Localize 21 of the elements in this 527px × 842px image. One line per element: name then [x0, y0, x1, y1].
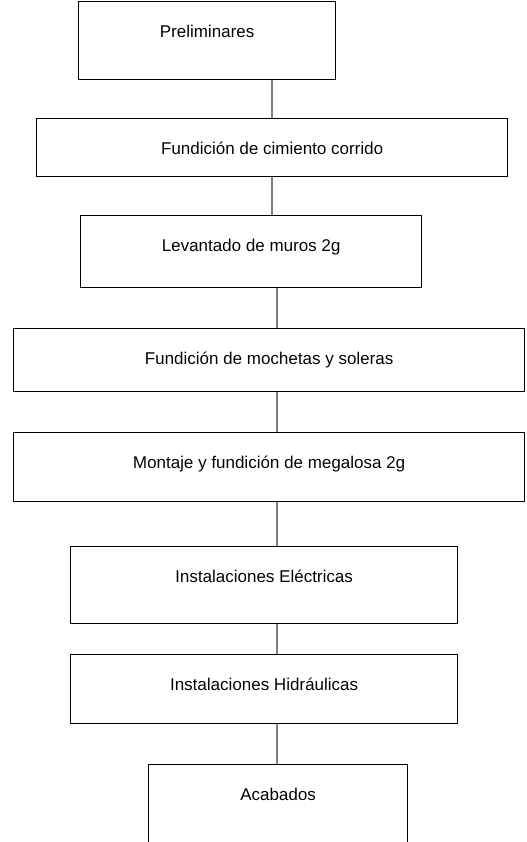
- step-label: Instalaciones Eléctricas: [175, 567, 353, 588]
- connector-line: [276, 724, 278, 764]
- process-box: [80, 215, 422, 288]
- connector-line: [276, 624, 278, 654]
- step-label: Instalaciones Hidráulicas: [170, 675, 358, 696]
- process-box: [148, 764, 408, 842]
- process-box: [13, 328, 525, 392]
- process-box: [70, 546, 458, 624]
- process-box: [78, 1, 336, 80]
- step-label: Preliminares: [160, 22, 254, 43]
- connector-line: [276, 392, 278, 432]
- process-box: [36, 118, 508, 177]
- connector-line: [276, 288, 278, 328]
- process-box: [13, 432, 525, 502]
- step-label: Acabados: [240, 785, 316, 806]
- step-label: Fundición de mochetas y soleras: [144, 349, 394, 370]
- connector-line: [276, 502, 278, 546]
- process-box: [70, 654, 458, 724]
- step-label: Montaje y fundición de megalosa 2g: [132, 453, 406, 474]
- step-label: Fundición de cimiento corrido: [160, 139, 384, 160]
- step-label: Levantado de muros 2g: [162, 236, 340, 257]
